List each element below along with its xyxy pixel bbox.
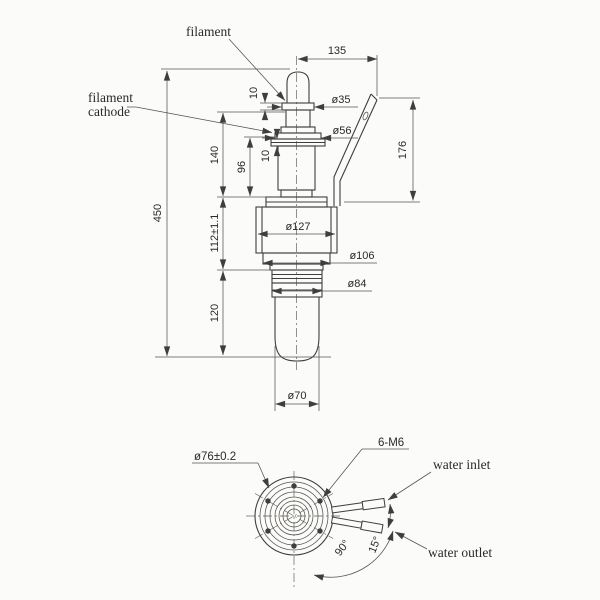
inlet-sleeve bbox=[361, 497, 386, 511]
ring-2 bbox=[280, 126, 316, 134]
neck-upper bbox=[285, 109, 311, 128]
cathode-leader bbox=[135, 106, 273, 134]
dim-450-text: 450 bbox=[152, 204, 164, 222]
bolt-circle-leader bbox=[257, 462, 270, 489]
water-inlet-label: water inlet bbox=[433, 457, 491, 472]
bolt-hole bbox=[291, 543, 297, 549]
dim-90deg-arc bbox=[313, 530, 394, 581]
dim-dia127-text: ø127 bbox=[285, 221, 310, 233]
dim-135-text: 135 bbox=[328, 45, 346, 57]
filament-ring bbox=[281, 102, 315, 111]
dim-15deg-text: 15° bbox=[367, 535, 384, 555]
angle-dimensions: 90° 15° bbox=[313, 503, 395, 581]
filament-leader bbox=[228, 38, 286, 101]
outlet-sleeve bbox=[360, 520, 384, 534]
dim-15deg-arc bbox=[387, 503, 395, 529]
dim-96-text: 96 bbox=[236, 161, 248, 173]
inlet-tube bbox=[331, 502, 364, 514]
bolt-spec-label: 6-M6 bbox=[378, 437, 404, 449]
filament-cathode-label-1: filament bbox=[88, 90, 133, 105]
bottom-labels: 6-M6 ø76±0.2 water inlet water outlet bbox=[192, 437, 492, 560]
dim-90deg-text: 90° bbox=[333, 538, 353, 559]
flange-circle-2 bbox=[259, 481, 329, 551]
bottom-view: 90° 15° 6-M6 ø76±0.2 water inlet water o… bbox=[192, 437, 492, 589]
flange-circles bbox=[254, 476, 334, 556]
flange-circle-4 bbox=[269, 491, 319, 541]
bolt-circle-dia-label: ø76±0.2 bbox=[194, 451, 236, 463]
outlet-tube bbox=[330, 516, 363, 529]
dim-176-text: 176 bbox=[397, 141, 409, 159]
flange-circle-8 bbox=[286, 508, 302, 524]
arm-line-1 bbox=[333, 93, 372, 206]
dim-dia106-text: ø106 bbox=[349, 250, 374, 262]
water-inlet-leader bbox=[387, 471, 432, 501]
dim-dia35-text: ø35 bbox=[332, 94, 351, 106]
dim-dia70-text: ø70 bbox=[288, 390, 307, 402]
flange-circle-5 bbox=[274, 496, 314, 536]
bolt-hole bbox=[265, 528, 271, 534]
flange-circle-7 bbox=[282, 504, 306, 528]
grooved-section bbox=[271, 269, 323, 284]
water-outlet-leader bbox=[394, 531, 428, 550]
arm-tip-cap bbox=[370, 93, 378, 101]
dim-10a-text: 10 bbox=[248, 87, 260, 99]
flange-outer-circle bbox=[254, 476, 334, 556]
front-dimensions: 450 140 112±1.1 120 96 10 10 bbox=[152, 45, 420, 411]
filament-cathode-label-2: cathode bbox=[88, 104, 130, 119]
dim-140-text: 140 bbox=[209, 146, 221, 164]
bolt-hole bbox=[291, 483, 297, 489]
cathode-flange bbox=[274, 132, 322, 140]
arm-line-2 bbox=[339, 99, 378, 206]
arm-bead bbox=[362, 111, 369, 121]
dim-112-text: 112±1.1 bbox=[209, 214, 221, 253]
front-labels: filament filament cathode bbox=[88, 24, 286, 134]
bolt-hole bbox=[317, 498, 323, 504]
bolt-hole bbox=[265, 498, 271, 504]
dim-dia56-text: ø56 bbox=[333, 125, 352, 137]
dim-dia84-text: ø84 bbox=[348, 278, 367, 290]
flange-circle-6 bbox=[278, 500, 310, 532]
bolt-hole bbox=[317, 528, 323, 534]
bolt-spec-leader bbox=[322, 448, 363, 498]
dim-10b-text: 10 bbox=[260, 150, 272, 162]
filament-dome bbox=[286, 71, 310, 103]
anode-tube bbox=[274, 297, 320, 362]
water-inlet-pipe bbox=[331, 497, 386, 514]
front-view: 450 140 112±1.1 120 96 10 10 bbox=[88, 24, 420, 411]
water-outlet-label: water outlet bbox=[428, 545, 492, 560]
side-arm bbox=[333, 93, 378, 206]
dim-120-text: 120 bbox=[209, 304, 221, 322]
filament-label: filament bbox=[186, 24, 231, 39]
water-outlet-pipe bbox=[330, 516, 384, 534]
